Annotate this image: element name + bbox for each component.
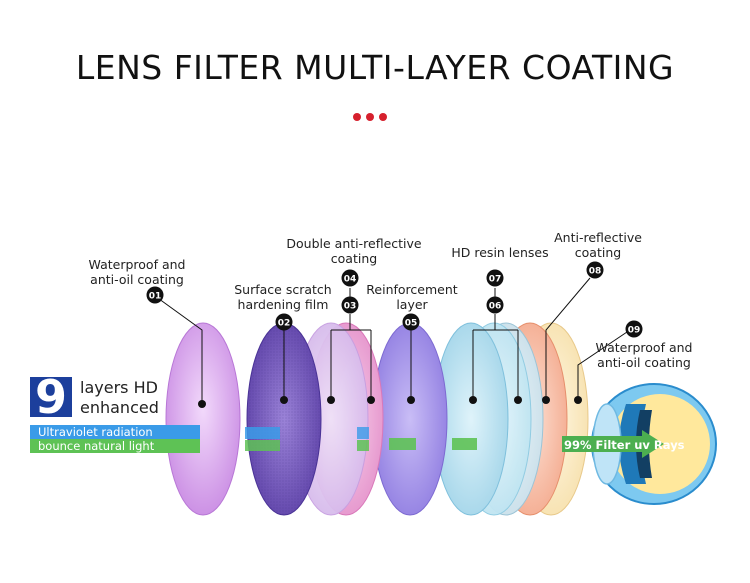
uv-bar-label: Ultraviolet radiation — [38, 425, 153, 439]
number-badges: 01 02 03 04 05 06 07 08 09 — [146, 261, 643, 338]
badge-circle-06 — [486, 296, 504, 314]
lens-01 — [165, 322, 241, 516]
badge-circle-07 — [486, 269, 504, 287]
badge-number-07: 07 — [489, 275, 502, 285]
badge-circle-09 — [625, 320, 643, 338]
title-dots — [353, 106, 397, 121]
badge-number-03: 03 — [344, 302, 357, 312]
light-bars — [30, 425, 664, 458]
badge-number-04: 04 — [344, 275, 357, 285]
layers-line1: layers HD — [80, 378, 158, 397]
leader-lines — [154, 277, 628, 404]
badge-circle-03 — [341, 296, 359, 314]
badge-circle-08 — [586, 261, 604, 279]
badge-number-01: 01 — [149, 292, 162, 302]
badge-number-09: 09 — [628, 326, 641, 336]
badge-circle-05 — [402, 313, 420, 331]
layers-line2: enhanced — [80, 398, 159, 417]
badge-circle-02 — [275, 313, 293, 331]
natural-bar-label: bounce natural light — [38, 439, 155, 453]
badge-number-05: 05 — [405, 319, 418, 329]
lens-stack — [165, 322, 589, 516]
lens-dots — [198, 396, 582, 408]
badge-number-08: 08 — [589, 267, 602, 277]
filter-arrow-label: 99% Filter uv Rays — [564, 438, 685, 452]
badge-number-06: 06 — [489, 302, 502, 312]
lens-05 — [372, 322, 448, 516]
badge-circle-04 — [341, 269, 359, 287]
badge-circle-01 — [146, 286, 164, 304]
badge-number-02: 02 — [278, 319, 291, 329]
page-title: LENS FILTER MULTI-LAYER COATING — [75, 48, 675, 87]
layer-count-badge: 9 — [30, 374, 72, 420]
label-07: HD resin lenses — [451, 245, 549, 260]
